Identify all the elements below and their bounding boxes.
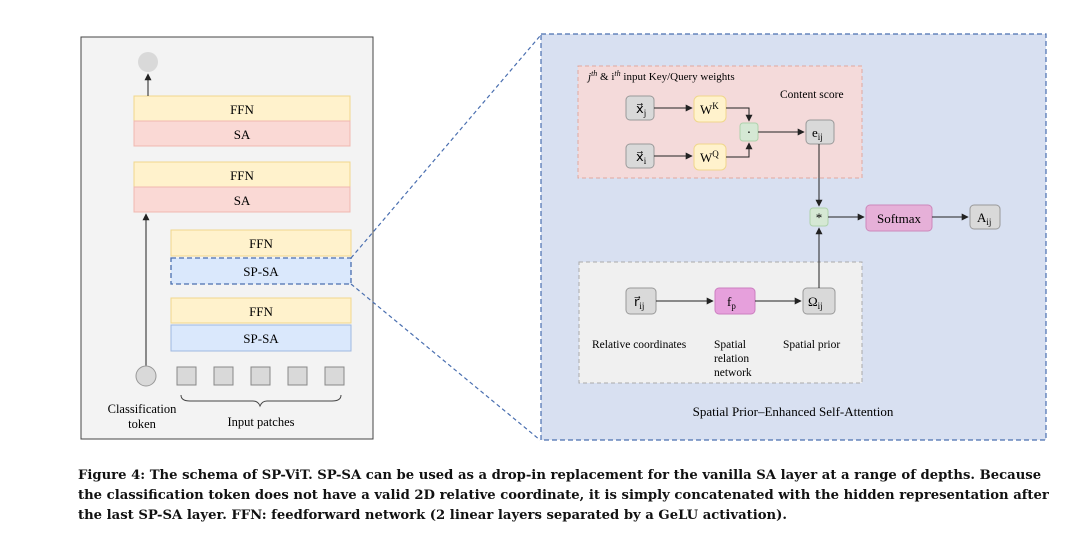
spatial-prior-panel bbox=[578, 261, 863, 384]
classification-token-node bbox=[135, 365, 157, 387]
sa-box-1 bbox=[133, 120, 351, 147]
cls-label-line1: Classification bbox=[108, 402, 177, 416]
aij-box bbox=[969, 204, 1001, 230]
wq-label: WQ bbox=[700, 149, 719, 165]
spvit-diagram: FFN SA FFN SA FFN SP-SA FFN SP-SA Classi… bbox=[80, 33, 1047, 441]
figure-caption: Figure 4: The schema of SP-ViT. SP-SA ca… bbox=[78, 466, 1068, 526]
left-panel: FFN SA FFN SA FFN SP-SA FFN SP-SA Classi… bbox=[80, 36, 374, 440]
dot-product-symbol: · bbox=[747, 126, 752, 141]
ffn-box-2 bbox=[133, 161, 351, 188]
patch-1 bbox=[176, 366, 197, 386]
top-label: jth & ith input Key/Query weights bbox=[586, 69, 735, 83]
patches-label: Input patches bbox=[228, 415, 295, 429]
patches-brace bbox=[180, 394, 342, 408]
detail-title: Spatial Prior–Enhanced Self-Attention bbox=[693, 404, 894, 419]
patch-3 bbox=[250, 366, 271, 386]
ffn-box-1 bbox=[133, 95, 351, 122]
sa-label-1: SA bbox=[234, 127, 251, 142]
spsa-label-3: SP-SA bbox=[243, 264, 279, 279]
omega-label: Ωij bbox=[808, 294, 823, 311]
ffn-box-3 bbox=[170, 229, 352, 257]
sa-box-2 bbox=[133, 186, 351, 213]
spsa-label-4: SP-SA bbox=[243, 331, 279, 346]
xj-label: x⃗j bbox=[636, 101, 646, 118]
spsa-box-4 bbox=[170, 324, 352, 352]
input-patches bbox=[176, 366, 345, 386]
aij-label: Aij bbox=[977, 210, 991, 227]
arrow-wq-dot bbox=[726, 142, 753, 158]
spatial-rel-line3: network bbox=[714, 367, 752, 379]
spatial-rel-line2: relation bbox=[714, 353, 749, 365]
detail-panel: jth & ith input Key/Query weights Conten… bbox=[540, 33, 1047, 441]
ffn-label-2: FFN bbox=[230, 168, 254, 183]
patch-4 bbox=[287, 366, 308, 386]
arrow-wk-dot bbox=[726, 107, 753, 122]
zoom-line-bottom bbox=[350, 283, 541, 441]
caption-text: Figure 4: The schema of SP-ViT. SP-SA ca… bbox=[78, 468, 1049, 523]
ffn-label-4: FFN bbox=[249, 304, 273, 319]
rij-label: r⃗ij bbox=[634, 294, 645, 311]
ffn-label-1: FFN bbox=[230, 102, 254, 117]
eij-label: eij bbox=[812, 125, 823, 142]
multiply-symbol: * bbox=[816, 210, 823, 225]
content-score-label: Content score bbox=[780, 89, 844, 101]
wk-box bbox=[693, 95, 727, 123]
rel-coords-label: Relative coordinates bbox=[592, 339, 687, 351]
cls-label-line2: token bbox=[128, 417, 157, 431]
zoom-line-top bbox=[350, 35, 541, 259]
fp-label: fp bbox=[727, 294, 736, 311]
wk-label: WK bbox=[700, 101, 719, 117]
softmax-box bbox=[865, 204, 933, 232]
output-node bbox=[138, 52, 158, 72]
spsa-box-highlight bbox=[170, 257, 352, 285]
ffn-box-4 bbox=[170, 297, 352, 324]
softmax-label: Softmax bbox=[877, 211, 922, 226]
xi-label: x⃗i bbox=[636, 149, 647, 166]
spatial-rel-line1: Spatial bbox=[714, 339, 746, 351]
patch-5 bbox=[324, 366, 345, 386]
spatial-prior-label: Spatial prior bbox=[783, 339, 840, 351]
patch-2 bbox=[213, 366, 234, 386]
ffn-label-3: FFN bbox=[249, 236, 273, 251]
sa-label-2: SA bbox=[234, 193, 251, 208]
eij-box bbox=[805, 119, 835, 145]
